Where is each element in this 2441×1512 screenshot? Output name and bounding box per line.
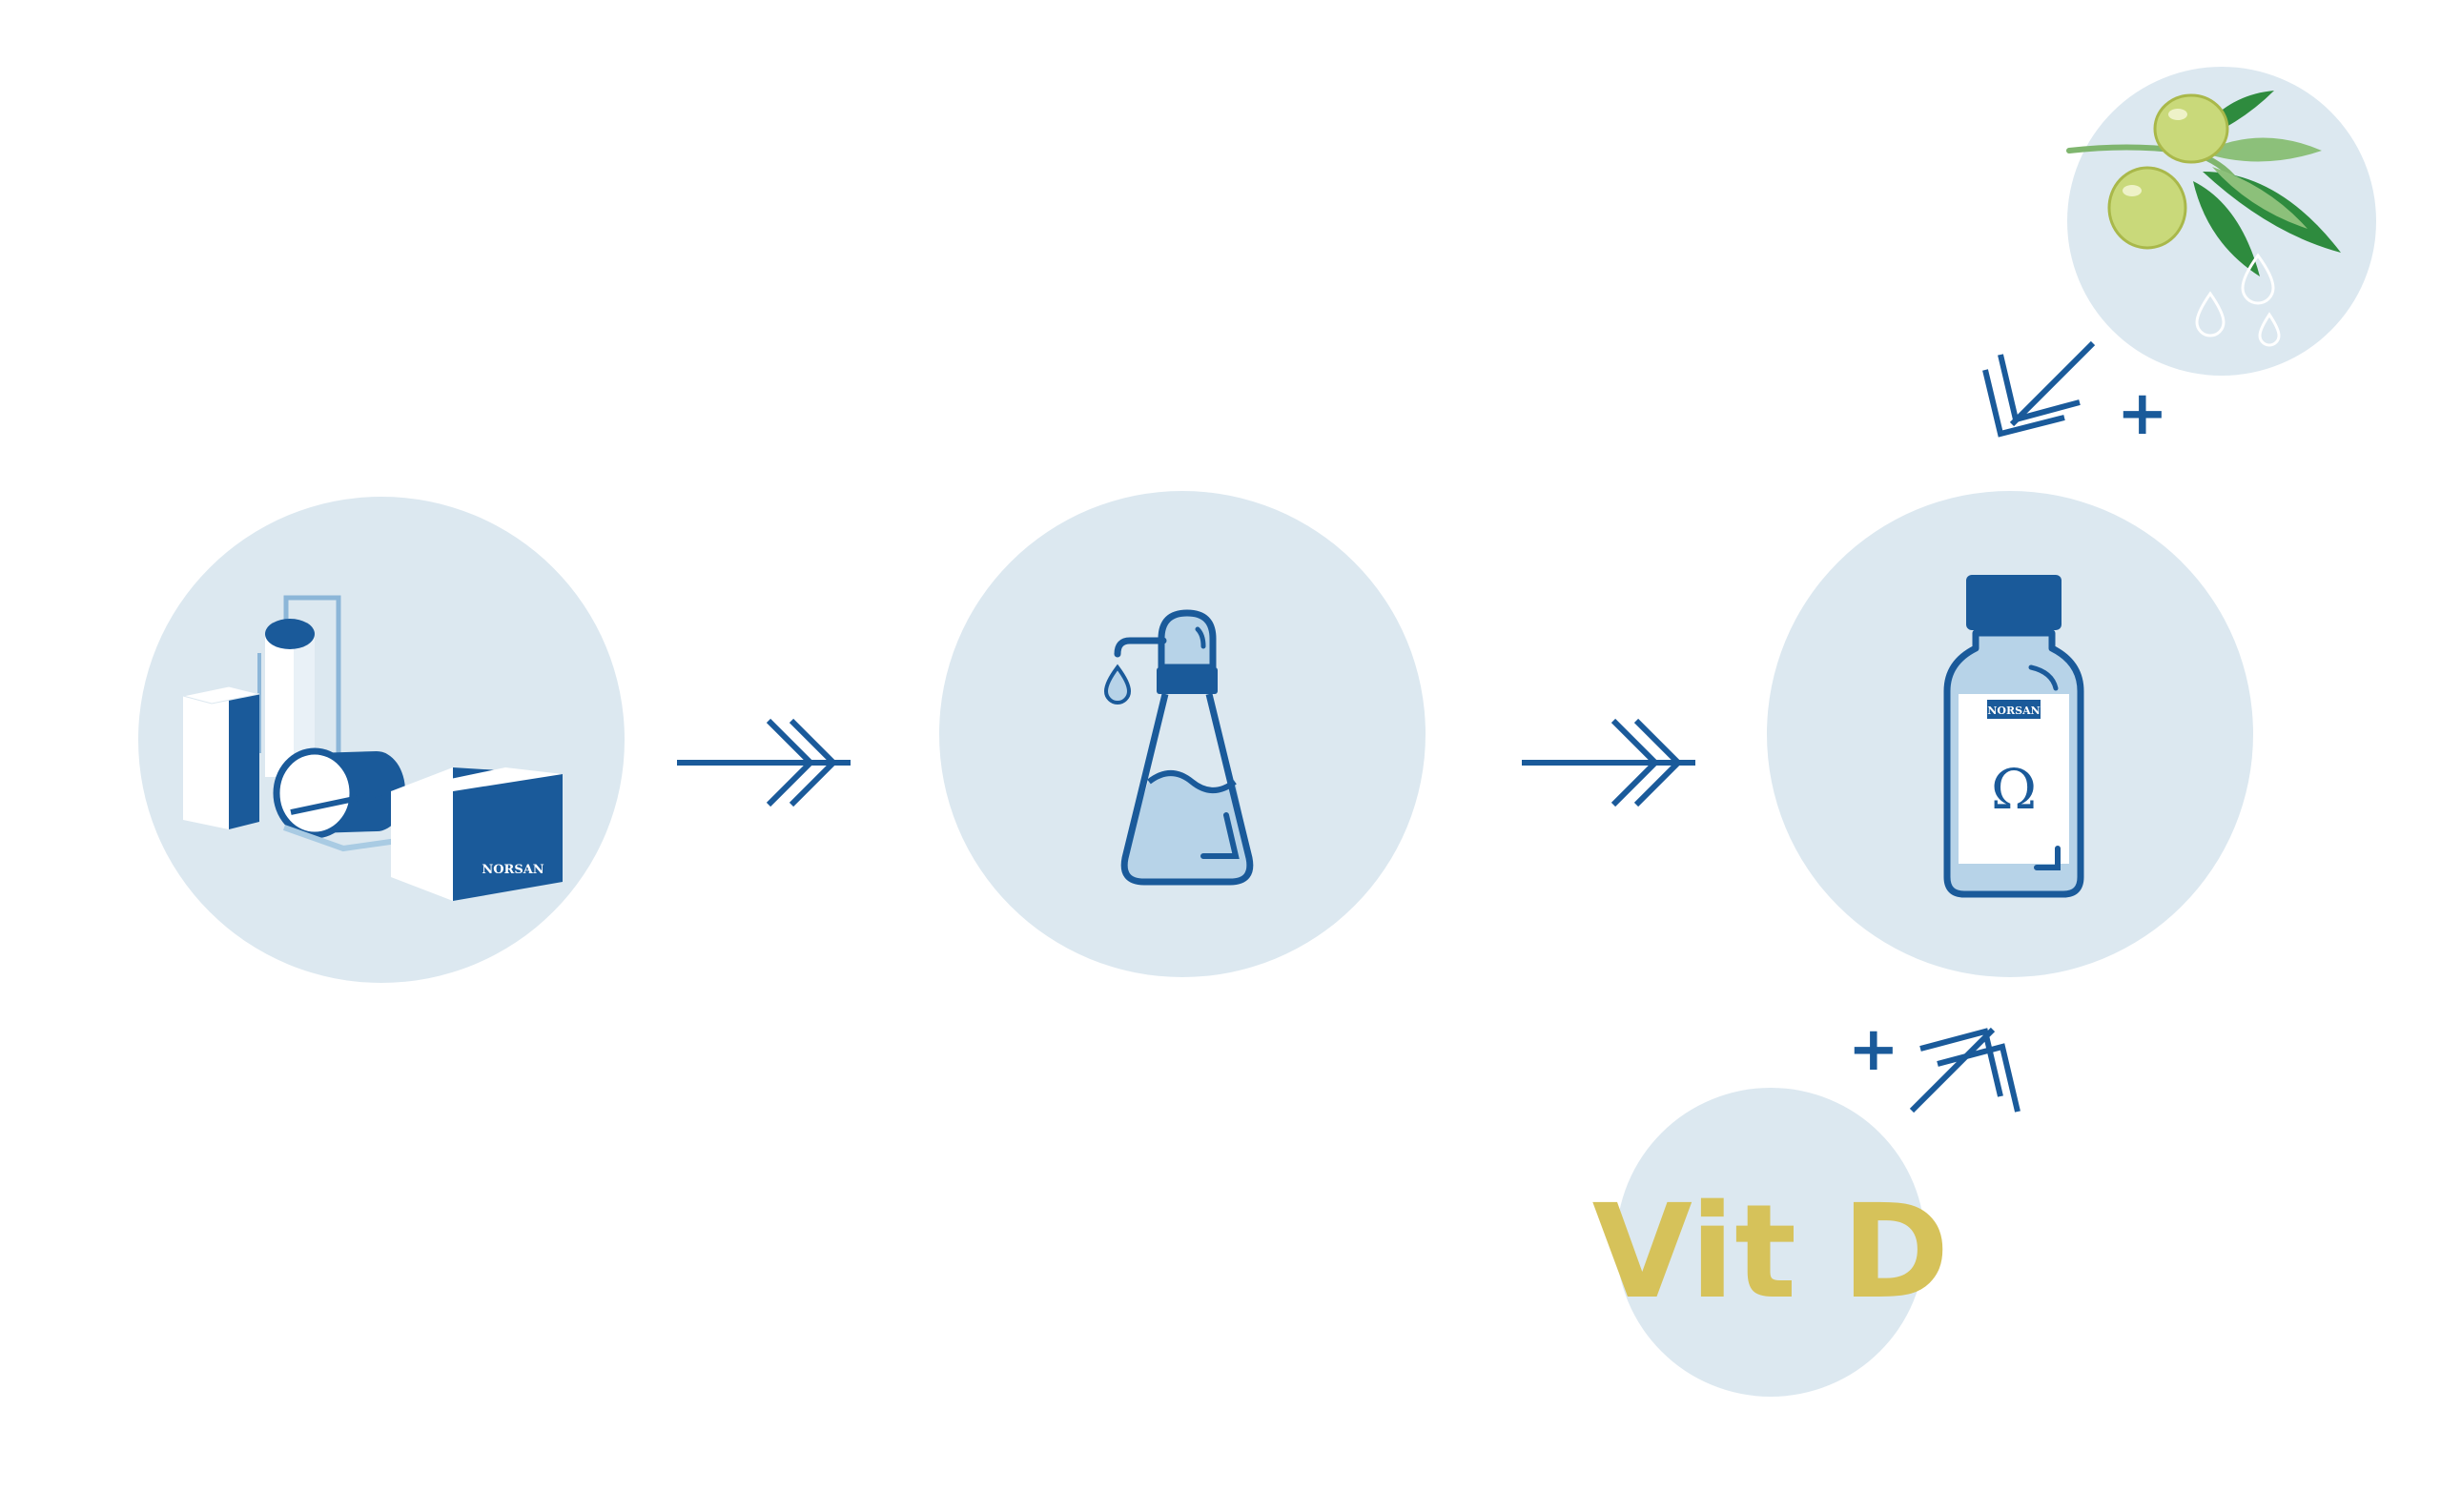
- arrow-olive-to-bottle: [1982, 340, 2096, 438]
- bottle-logo-text: NORSAN: [1987, 705, 2040, 717]
- bottle-step: NORSAN Ω: [1767, 491, 2253, 977]
- olive-branch-icon: [2066, 91, 2341, 347]
- vit-d-addition: Vit D: [1592, 1088, 1950, 1397]
- flask-circle: [939, 491, 1426, 977]
- arrow-vit-d-to-bottle: [1909, 1027, 2020, 1114]
- vit-d-plus-sign: +: [1848, 1014, 1899, 1085]
- arrow-flask-to-bottle: [1522, 718, 1695, 807]
- flask-icon: [1103, 609, 1254, 886]
- bottle-icon: NORSAN Ω: [1943, 575, 2084, 898]
- olive-addition: [2066, 67, 2376, 376]
- factory-icon: NORSAN: [182, 595, 563, 901]
- omega-symbol: Ω: [1991, 757, 2037, 822]
- vit-d-circle: [1616, 1088, 1925, 1397]
- flask-step: [939, 491, 1426, 977]
- factory-logo-text: NORSAN: [482, 863, 544, 877]
- vit-d-label: Vit D: [1592, 1177, 1950, 1328]
- factory-step: NORSAN: [138, 497, 625, 983]
- olive-plus-sign: +: [2117, 378, 2168, 449]
- arrow-factory-to-flask: [677, 718, 851, 807]
